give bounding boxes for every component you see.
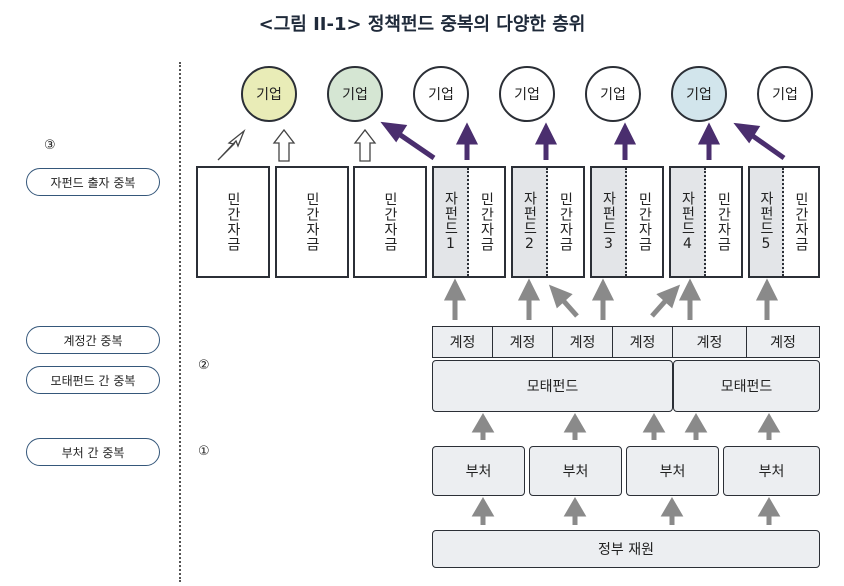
account-box: 계정 (552, 326, 613, 358)
dark-arrow-icon (697, 122, 721, 145)
gray-arrow-icon (642, 413, 666, 433)
level-2-mark: ② (198, 358, 210, 373)
dark-arrow-icon (613, 122, 637, 145)
gray-arrow-icon (471, 497, 495, 517)
gray-arrow-icon (517, 278, 541, 301)
label-mother-fund-duplication: 모태펀드 간 중복 (26, 366, 160, 394)
private-fund-label: 민간자금 (304, 192, 320, 252)
private-fund-label: 민간자금 (478, 192, 495, 252)
account-box: 계정 (746, 326, 820, 358)
ministry-box: 부처 (529, 446, 622, 496)
company-node: 기업 (499, 66, 555, 122)
gray-arrow-icon (443, 278, 467, 301)
private-fund-label: 민간자금 (715, 192, 732, 252)
gray-arrow-icon (548, 284, 573, 309)
account-box: 계정 (432, 326, 493, 358)
subfund-box: 자펀드2 민간자금 (511, 166, 585, 278)
private-fund-box: 민간자금 (196, 166, 270, 278)
gray-arrow-icon (755, 278, 779, 301)
gray-arrow-icon (656, 284, 681, 309)
ministry-box: 부처 (723, 446, 820, 496)
account-box: 계정 (672, 326, 747, 358)
company-node: 기업 (757, 66, 813, 122)
subfund-box: 자펀드1 민간자금 (432, 166, 506, 278)
gray-arrow-icon (660, 497, 684, 517)
subfund-box: 자펀드3 민간자금 (590, 166, 664, 278)
company-node: 기업 (241, 66, 297, 122)
mother-fund-box: 모태펀드 (673, 360, 820, 412)
gray-arrow-icon (563, 497, 587, 517)
company-node: 기업 (585, 66, 641, 122)
private-fund-box: 민간자금 (353, 166, 427, 278)
gray-arrow-icon (757, 497, 781, 517)
outline-arrow-icon (272, 128, 296, 162)
private-fund-label: 민간자금 (557, 192, 574, 252)
company-node: 기업 (413, 66, 469, 122)
account-box: 계정 (612, 326, 673, 358)
label-account-duplication: 계정간 중복 (26, 326, 160, 354)
mother-fund-box: 모태펀드 (432, 360, 673, 412)
gray-arrow-icon (563, 413, 587, 433)
subfund-label: 자펀드5 (758, 191, 774, 253)
outline-arrow-icon (217, 128, 246, 161)
dark-arrow-icon (380, 121, 408, 143)
level-1-mark: ① (198, 444, 210, 459)
account-box: 계정 (492, 326, 553, 358)
gray-arrow-icon (757, 413, 781, 433)
ministry-box: 부처 (626, 446, 719, 496)
company-node: 기업 (327, 66, 383, 122)
gray-arrow-icon (684, 413, 708, 433)
subfund-label: 자펀드1 (442, 191, 459, 253)
divider (179, 62, 181, 582)
subfund-label: 자펀드2 (521, 191, 538, 253)
dark-arrow-icon (748, 131, 786, 161)
subfund-box: 자펀드5 민간자금 (748, 166, 820, 278)
subfund-label: 자펀드3 (600, 191, 617, 253)
dark-arrow-icon (733, 122, 761, 144)
ministry-box: 부처 (432, 446, 525, 496)
dark-arrow-icon (394, 129, 436, 161)
private-fund-label: 민간자금 (636, 192, 653, 252)
gray-arrow-icon (678, 278, 702, 301)
company-node: 기업 (671, 66, 727, 122)
subfund-box: 자펀드4 민간자금 (669, 166, 743, 278)
label-ministry-duplication: 부처 간 중복 (26, 438, 160, 466)
dark-arrow-icon (455, 122, 479, 145)
private-fund-box: 민간자금 (275, 166, 349, 278)
subfund-label: 자펀드4 (679, 191, 696, 253)
level-3-mark: ③ (44, 138, 56, 153)
dark-arrow-icon (534, 122, 558, 145)
private-fund-label: 민간자금 (225, 192, 241, 252)
outline-arrow-icon (353, 128, 377, 162)
gray-arrow-icon (591, 278, 615, 301)
private-fund-label: 민간자금 (793, 192, 809, 252)
gray-arrow-icon (471, 413, 495, 433)
government-fiscal-box: 정부 재원 (432, 530, 820, 568)
label-subfund-duplication: 자펀드 출자 중복 (26, 168, 160, 196)
page-title: <그림 II-1> 정책펀드 중복의 다양한 층위 (258, 14, 586, 35)
private-fund-label: 민간자금 (382, 192, 398, 252)
